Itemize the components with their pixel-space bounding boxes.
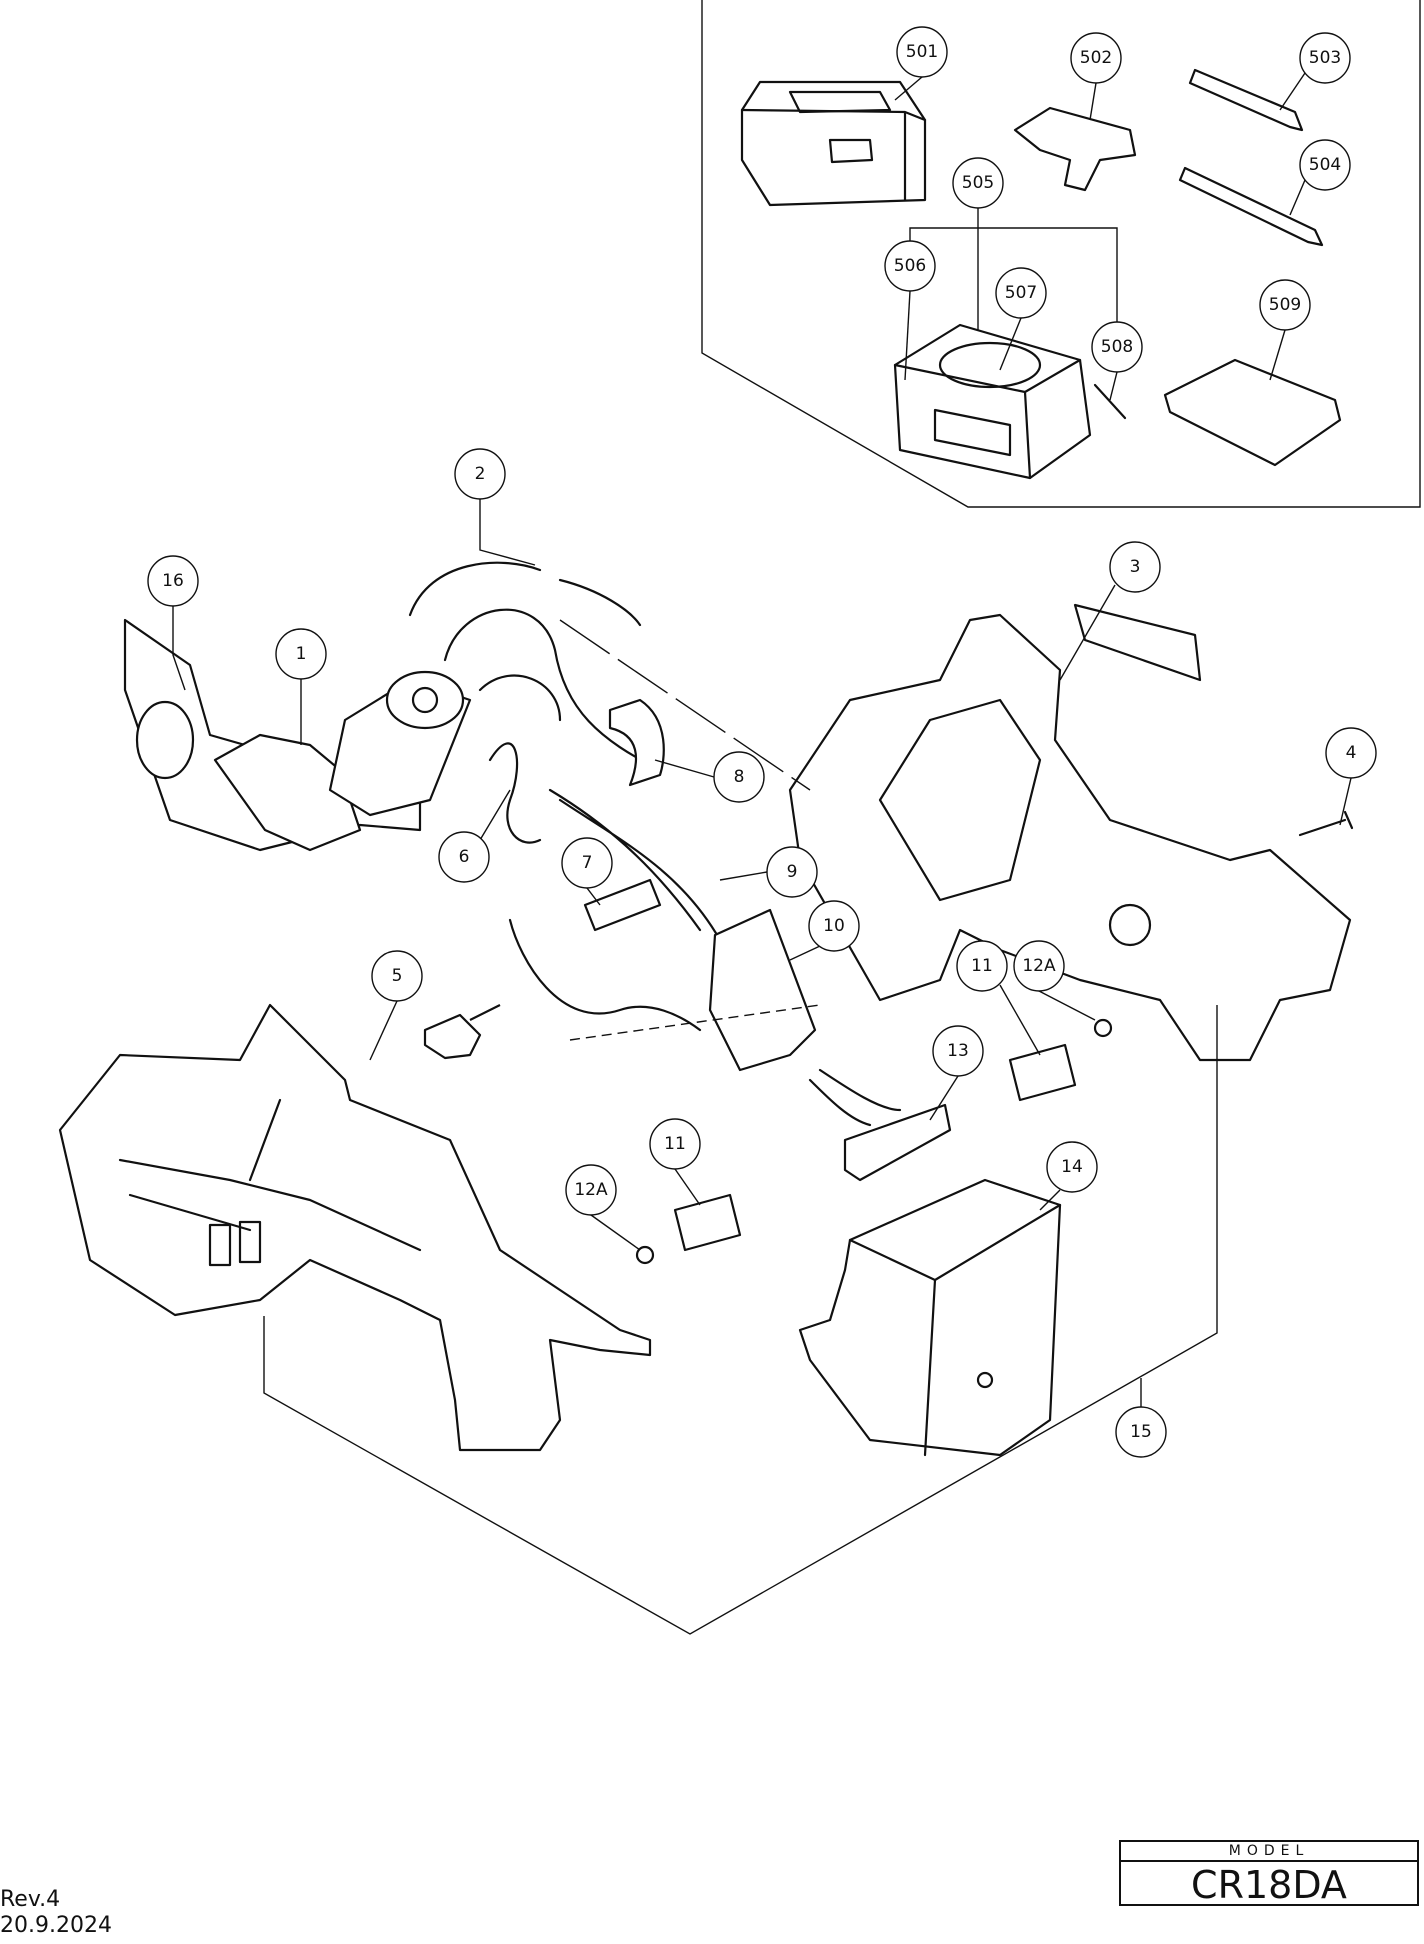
- part-carbon-brush: [673, 1193, 742, 1252]
- part-housing-set: [788, 613, 1352, 1062]
- part-case-insert: [1163, 358, 1342, 467]
- model-label: MODEL: [1121, 1842, 1417, 1862]
- svg-text:12A: 12A: [1022, 956, 1056, 976]
- svg-text:501: 501: [906, 42, 938, 62]
- svg-text:2: 2: [475, 464, 486, 484]
- svg-text:6: 6: [459, 847, 470, 867]
- part-carbon-brush: [1008, 1043, 1077, 1102]
- svg-text:11: 11: [664, 1134, 686, 1154]
- part-label-7: [583, 878, 662, 932]
- callout-9: 9: [766, 846, 818, 898]
- callout-7: 7: [561, 837, 613, 889]
- callout-10: 10: [808, 900, 860, 952]
- callout-508: 508: [1091, 321, 1143, 373]
- part-cover: [1013, 106, 1137, 192]
- part-name-plate: [1073, 603, 1202, 682]
- callout-14: 14: [1046, 1141, 1098, 1193]
- callout-507: 507: [995, 267, 1047, 319]
- callout-5: 5: [371, 950, 423, 1002]
- callout-13: 13: [932, 1025, 984, 1077]
- part-housing-left: [58, 1003, 652, 1452]
- svg-text:506: 506: [894, 256, 926, 276]
- callout-502: 502: [1070, 32, 1122, 84]
- svg-text:1: 1: [296, 644, 307, 664]
- part-carrying-case: [893, 323, 1092, 480]
- svg-text:507: 507: [1005, 283, 1037, 303]
- part-switch: [708, 908, 817, 1072]
- svg-text:16: 16: [162, 571, 184, 591]
- svg-text:12A: 12A: [574, 1180, 608, 1200]
- svg-text:508: 508: [1101, 337, 1133, 357]
- part-lead-wire: [408, 561, 642, 627]
- svg-text:4: 4: [1346, 743, 1357, 763]
- svg-text:15: 15: [1130, 1422, 1152, 1442]
- callout-1: 1: [275, 628, 327, 680]
- svg-text:5: 5: [392, 966, 403, 986]
- part-terminal: [843, 1103, 952, 1182]
- callout-8: 8: [713, 751, 765, 803]
- callout-505: 505: [952, 157, 1004, 209]
- revision-number: Rev.4: [0, 1887, 61, 1912]
- accessories-frame: [701, 0, 1421, 508]
- part-brush-cap: [1093, 1018, 1113, 1038]
- svg-text:9: 9: [787, 862, 798, 882]
- callout-11-left: 11: [649, 1118, 701, 1170]
- part-blade-504: [1178, 166, 1324, 247]
- svg-text:509: 509: [1269, 295, 1301, 315]
- model-name: CR18DA: [1191, 1863, 1347, 1907]
- part-rubber-piece: [608, 698, 665, 787]
- part-screw: [1298, 810, 1354, 837]
- callout-16: 16: [147, 555, 199, 607]
- svg-text:8: 8: [734, 767, 745, 787]
- part-charger: [740, 80, 927, 207]
- part-gear-assembly: [123, 618, 472, 852]
- callout-12A-left: 12A: [565, 1164, 617, 1216]
- callout-2: 2: [454, 448, 506, 500]
- callout-4: 4: [1325, 727, 1377, 779]
- svg-text:504: 504: [1309, 155, 1341, 175]
- part-brush-cap: [635, 1245, 655, 1265]
- callout-6: 6: [438, 831, 490, 883]
- part-battery: [798, 1178, 1062, 1457]
- part-blade-503: [1188, 68, 1304, 132]
- svg-text:11: 11: [971, 956, 993, 976]
- callout-3: 3: [1109, 541, 1161, 593]
- callout-506: 506: [884, 240, 936, 292]
- part-pin: [1093, 383, 1127, 420]
- revision-info: Rev.4 20.9.2024: [0, 1887, 112, 1939]
- svg-text:7: 7: [582, 853, 593, 873]
- model-box: MODEL CR18DA: [1119, 1840, 1419, 1907]
- svg-text:14: 14: [1061, 1157, 1083, 1177]
- callout-12A-right: 12A: [1013, 940, 1065, 992]
- svg-text:505: 505: [962, 173, 994, 193]
- group-line-15: [263, 1005, 1218, 1635]
- callout-503: 503: [1299, 32, 1351, 84]
- callout-15: 15: [1115, 1406, 1167, 1458]
- callout-11-right: 11: [956, 940, 1008, 992]
- callout-504: 504: [1299, 139, 1351, 191]
- svg-text:10: 10: [823, 916, 845, 936]
- svg-text:3: 3: [1130, 557, 1141, 577]
- callout-509: 509: [1259, 279, 1311, 331]
- part-lever: [423, 1004, 501, 1060]
- revision-date: 20.9.2024: [0, 1913, 112, 1938]
- svg-text:503: 503: [1309, 48, 1341, 68]
- svg-text:13: 13: [947, 1041, 969, 1061]
- svg-text:502: 502: [1080, 48, 1112, 68]
- callout-501: 501: [896, 26, 948, 78]
